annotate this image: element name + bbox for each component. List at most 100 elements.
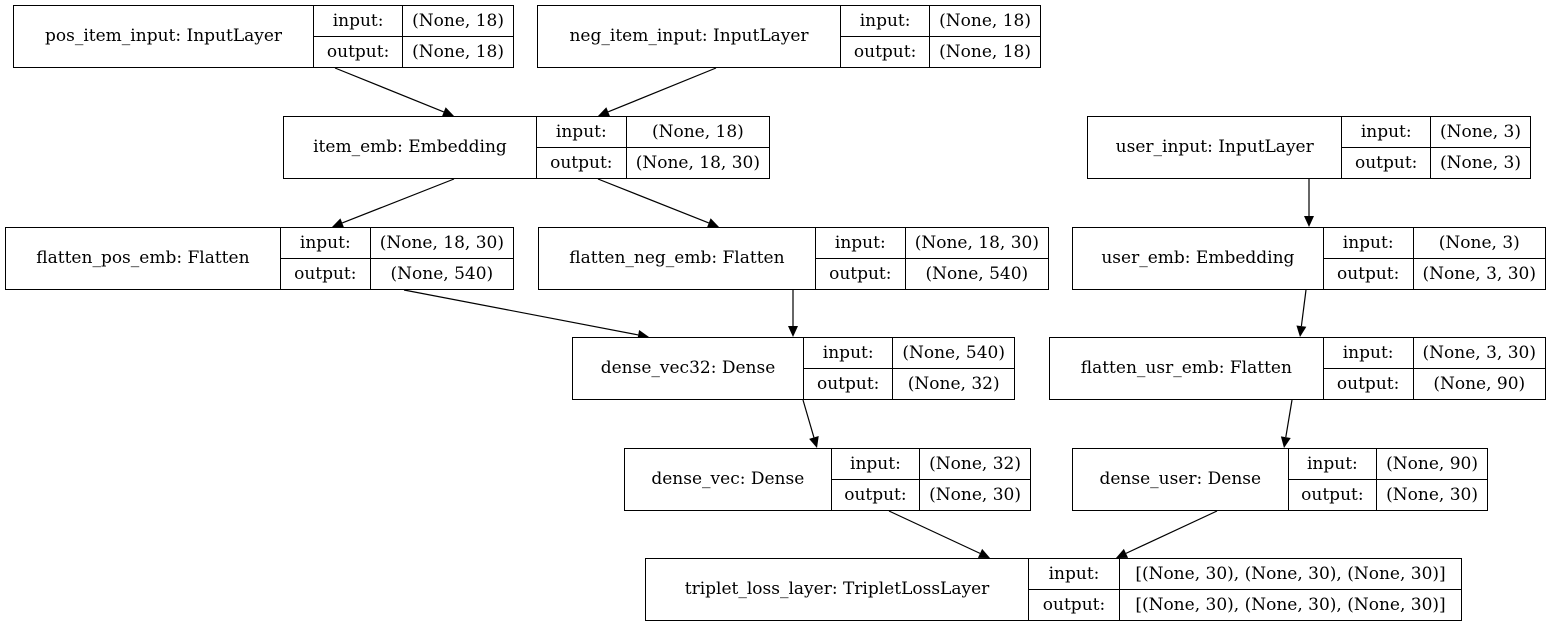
output-label: output: — [1355, 152, 1418, 173]
output-label: output: — [1336, 263, 1400, 284]
arrowhead-icon — [706, 218, 719, 228]
edge-line — [597, 178, 709, 224]
edge-dense-vec-to-triplet-loss-layer — [888, 510, 990, 558]
output-shape: [(None, 30), (None, 30), (None, 30)] — [1135, 594, 1446, 615]
arrowhead-icon — [1280, 436, 1291, 448]
edge-line — [1285, 399, 1293, 438]
layer-name: neg_item_input: InputLayer — [538, 6, 842, 67]
input-shape: (None, 90) — [1377, 449, 1487, 480]
edge-line — [342, 178, 455, 224]
output-shape: (None, 32) — [907, 373, 1000, 394]
edge-dense-vec32-to-dense-vec — [802, 399, 819, 448]
layer-name: flatten_neg_emb: Flatten — [539, 228, 816, 289]
input-label: input: — [1323, 228, 1413, 259]
input-label: input: — [815, 228, 905, 259]
input-label: input: — [804, 338, 893, 369]
output-label: output: — [853, 41, 917, 62]
layer-name: pos_item_input: InputLayer — [14, 6, 315, 67]
edge-user-emb-to-flatten-usr-emb — [1296, 289, 1307, 337]
layer-name: dense_vec32: Dense — [573, 338, 805, 399]
output-label: output: — [816, 373, 880, 394]
edge-neg-item-input-to-item-emb — [598, 67, 717, 117]
layer-name: triplet_loss_layer: TripletLossLayer — [646, 559, 1029, 620]
layer-name: item_emb: Embedding — [284, 117, 537, 178]
output-shape: (None, 90) — [1433, 373, 1526, 394]
output-shape: (None, 18) — [412, 41, 504, 62]
arrowhead-icon — [1296, 325, 1307, 337]
input-label: input: — [536, 117, 626, 148]
output-label: output: — [326, 41, 390, 62]
input-label: input: — [280, 228, 370, 259]
edge-line — [334, 67, 445, 113]
input-label: input: — [1029, 559, 1119, 590]
layer-name: dense_vec: Dense — [625, 449, 832, 510]
input-label: input: — [1323, 338, 1413, 369]
output-label: output: — [550, 152, 613, 173]
output-shape: (None, 18) — [939, 41, 1031, 62]
layer-name: user_emb: Embedding — [1073, 228, 1324, 289]
edge-pos-item-input-to-item-emb — [334, 67, 454, 117]
arrowhead-icon — [1116, 548, 1129, 558]
edge-item-emb-to-flatten-neg-emb — [597, 178, 719, 228]
output-shape: (None, 30) — [1386, 484, 1478, 505]
output-shape: (None, 540) — [925, 263, 1029, 284]
output-shape: (None, 3) — [1439, 152, 1521, 173]
output-label: output: — [1042, 594, 1106, 615]
input-shape: (None, 18, 30) — [370, 228, 513, 259]
arrowhead-icon — [977, 548, 990, 558]
edge-line — [403, 289, 639, 336]
output-shape: (None, 3, 30) — [1422, 263, 1536, 284]
output-shape: (None, 30) — [929, 484, 1021, 505]
layer-name: dense_user: Dense — [1073, 449, 1289, 510]
edge-item-emb-to-flatten-pos-emb — [332, 178, 455, 228]
input-shape: [(None, 30), (None, 30), (None, 30)] — [1120, 559, 1461, 590]
edge-flatten-neg-emb-to-dense-vec32 — [788, 290, 798, 337]
output-label: output: — [294, 263, 357, 284]
input-label: input: — [831, 449, 920, 480]
input-label: input: — [841, 6, 930, 37]
edge-dense-user-to-triplet-loss-layer — [1116, 510, 1218, 558]
input-shape: (None, 18) — [930, 6, 1040, 37]
output-shape: (None, 18, 30) — [635, 152, 760, 173]
input-shape: (None, 540) — [893, 338, 1014, 369]
input-label: input: — [1288, 449, 1377, 480]
arrowhead-icon — [788, 326, 798, 337]
input-shape: (None, 32) — [920, 449, 1030, 480]
layer-name: user_input: InputLayer — [1088, 117, 1343, 178]
output-shape: (None, 540) — [390, 263, 494, 284]
arrowhead-icon — [332, 218, 345, 228]
edge-line — [802, 399, 815, 438]
edge-line — [1300, 289, 1307, 327]
edge-line — [607, 67, 717, 113]
input-shape: (None, 18) — [403, 6, 513, 37]
arrowhead-icon — [809, 436, 819, 448]
layer-name: flatten_usr_emb: Flatten — [1050, 338, 1324, 399]
edge-line — [1125, 510, 1218, 554]
output-label: output: — [1336, 373, 1400, 394]
input-shape: (None, 3) — [1430, 117, 1530, 148]
layer-name: flatten_pos_emb: Flatten — [6, 228, 281, 289]
output-label: output: — [1301, 484, 1364, 505]
output-label: output: — [829, 263, 892, 284]
input-shape: (None, 18, 30) — [905, 228, 1048, 259]
input-shape: (None, 3, 30) — [1413, 338, 1545, 369]
output-label: output: — [844, 484, 907, 505]
input-label: input: — [314, 6, 403, 37]
edge-line — [888, 510, 981, 554]
arrowhead-icon — [598, 107, 611, 117]
edge-flatten-usr-emb-to-dense-user — [1280, 399, 1293, 448]
input-shape: (None, 18) — [626, 117, 769, 148]
edge-flatten-pos-emb-to-dense-vec32 — [403, 289, 649, 340]
